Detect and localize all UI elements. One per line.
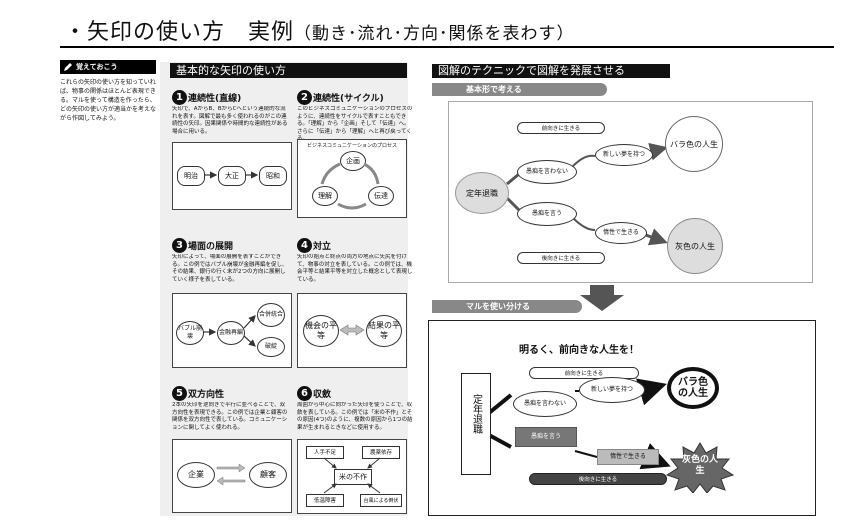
node-dentatsu: 伝達: [368, 186, 394, 206]
node-inertia: 惰性で生きる: [595, 222, 647, 244]
node-new-dream: 新しい夢を持つ: [595, 144, 653, 166]
pencil-icon: [64, 63, 72, 71]
node-retirement: 定年退職: [455, 172, 509, 214]
diagram-linear-box: 明治 大正 昭和: [172, 142, 292, 210]
node-company: 企業: [177, 462, 215, 488]
node-typhoon: 台風による倒伏: [360, 494, 402, 507]
section-number: 1: [172, 90, 187, 105]
sidebar-note: 覚えておこう これらの矢印の使い方を知っていれば、物事の関係はほとんど表現できる…: [60, 60, 156, 123]
section-description: 矢印の始点と終点の両方の地点に矢尻を付けて、物事の対立を表している。この例では、…: [297, 254, 413, 283]
section-number: 2: [297, 90, 312, 105]
node-merger: 合併統合: [257, 303, 285, 327]
node-cold-damage: 低温障害: [306, 494, 344, 507]
node-new-dream-adv: 新しい夢を持つ: [579, 377, 645, 403]
node-pesticide: 農薬依存: [362, 446, 400, 459]
convergence-arrows: [323, 457, 381, 494]
node-rosy-life: バラ色の人生: [665, 116, 723, 172]
down-arrow-icon: [580, 285, 624, 311]
cycle-arrows: [320, 162, 380, 210]
node-complaint-adv: 愚痴を言う: [515, 427, 577, 447]
node-gray-life-adv: 灰色の人生: [681, 455, 718, 476]
diagram-development-box: バブル崩壊 金融再編 合併統合 破綻: [172, 293, 292, 368]
node-rosy-life-adv: バラ色の人生: [667, 367, 719, 409]
node-complaint: 愚痴を言う: [517, 202, 577, 226]
diagram-cycle-box: ビジネスコミュニケーションのプロセス 企画 伝達 理解: [297, 139, 407, 218]
technique-header: 図解のテクニックで図解を発展させる: [432, 64, 670, 78]
opposition-arrow: [339, 324, 365, 336]
node-taisho: 大正: [218, 166, 246, 186]
sidebar-text: これらの矢印の使い方を知っていれば、物事の関係はほとんど表現できる。マルを使って…: [60, 79, 157, 122]
pill-negative: 後向きに生きる: [517, 252, 605, 264]
retirement-label: 定年退職: [470, 394, 482, 434]
node-bubble: バブル崩壊: [176, 321, 204, 345]
section-description: 矢印によって、場面の展開を表すことができる。この例ではバブル崩壊が金融再編を促し…: [172, 254, 288, 283]
development-arrows: [203, 315, 256, 347]
node-reorg: 金融再編: [217, 321, 245, 345]
cycle-caption: ビジネスコミュニケーションのプロセス: [307, 143, 397, 149]
section-number: 5: [172, 386, 187, 401]
page-title-main: ・矢印の使い方 実例: [64, 20, 295, 45]
section-title: 双方向性: [188, 390, 225, 400]
page-title: ・矢印の使い方 実例（動き･流れ･方向･関係を表わす）: [64, 14, 575, 46]
section-title: 場面の展開: [188, 242, 234, 252]
title-underline: [60, 46, 834, 48]
linear-arrows: [205, 171, 259, 179]
sidebar-heading: 覚えておこう: [60, 60, 156, 74]
pill-negative-adv: 後向きに生きる: [529, 473, 667, 485]
node-no-complaint-adv: 愚痴を言わない: [513, 391, 577, 417]
bidirectional-arrows: [216, 463, 246, 486]
diagram-opposition-box: 機会の平等 結果の平等: [297, 293, 407, 368]
section-title: 収斂: [313, 390, 332, 400]
section-title: 対立: [313, 242, 332, 252]
node-bankruptcy: 破綻: [257, 337, 285, 357]
node-no-complaint: 愚痴を言わない: [517, 160, 577, 184]
node-gray-life: 灰色の人生: [667, 218, 723, 274]
node-showa: 昭和: [259, 166, 287, 186]
sidebar-heading-text: 覚えておこう: [76, 62, 118, 71]
node-poor-harvest: 米の不作: [334, 469, 372, 485]
node-retirement-adv: 定年退職: [461, 373, 491, 475]
banner-use-circles: マルを使い分ける: [432, 300, 582, 313]
section-number: 4: [297, 238, 312, 253]
section-description: 矢印で、AからB、BからCへという連続的な流れを表す。図解で最も多く使われるのが…: [172, 106, 288, 135]
node-rikai: 理解: [312, 186, 338, 206]
section-description: 周囲から中心に向かった矢印を使うことで、収斂を表している。この例では「米の不作」…: [297, 402, 413, 431]
pill-positive-adv: 前向きに生きる: [529, 367, 639, 379]
page-title-sub: （動き･流れ･方向･関係を表わす）: [294, 24, 575, 44]
node-kikaku: 企画: [340, 151, 366, 171]
advanced-diagram-arrows: [487, 378, 671, 470]
section-description: 2本の矢印を逆向きで平行に並べることで、双方向性を表現できる。この例では企業と顧…: [172, 402, 288, 431]
section-number: 6: [297, 386, 312, 401]
burst-shape: [665, 442, 735, 493]
advanced-headline: 明るく、前向きな人生を！: [519, 345, 639, 356]
diagram-bidirectional-box: 企業 顧客: [172, 439, 292, 513]
basic-diagram-box: 前向きに生きる 後向きに生きる 定年退職 愚痴を言わない 新しい夢を持つ 愚痴を…: [448, 101, 813, 283]
section-title: 連続性(直線): [188, 94, 242, 104]
node-equal-opportunity: 機会の平等: [303, 315, 339, 347]
section-title: 連続性(サイクル): [313, 94, 384, 104]
node-inertia-adv: 惰性で生きる: [597, 449, 659, 465]
banner-basic-form: 基本形で考える: [432, 83, 607, 96]
advanced-diagram-box: 明るく、前向きな人生を！ 前向きに生きる 後向きに生きる 定年退職 愚痴を言わな…: [428, 320, 816, 516]
pill-positive: 前向きに生きる: [517, 122, 605, 134]
node-equal-result: 結果の平等: [366, 315, 402, 347]
node-customer: 顧客: [249, 462, 287, 488]
node-meiji: 明治: [177, 166, 205, 186]
section-number: 3: [172, 238, 187, 253]
basic-arrows-header: 基本的な矢印の使い方: [170, 63, 407, 78]
diagram-convergence-box: 人手不足 農薬依存 米の不作 低温障害 台風による倒伏: [297, 439, 407, 514]
